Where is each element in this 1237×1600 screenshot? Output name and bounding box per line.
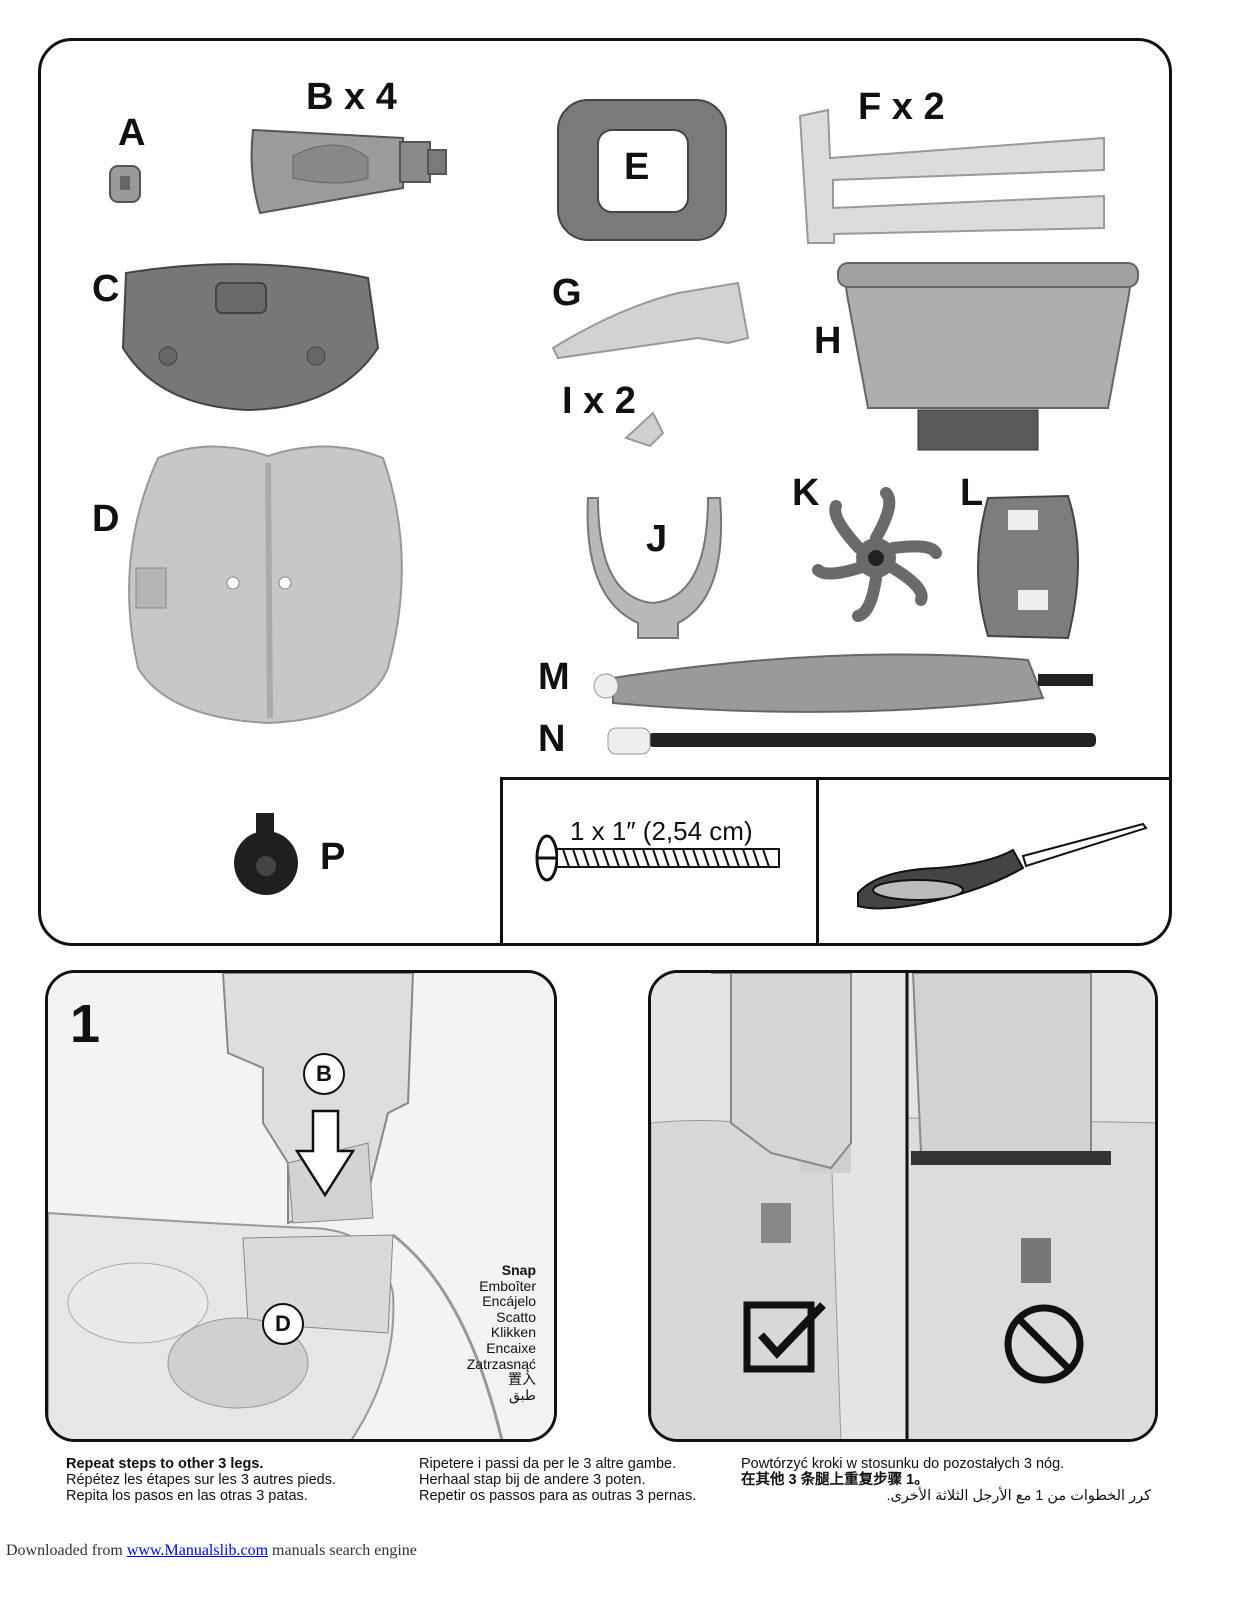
screwdriver-image — [857, 822, 1148, 910]
instruction-dutch: Herhaal stap bij de andere 3 poten. — [419, 1472, 646, 1488]
parts-illustrations — [109, 99, 1148, 910]
instructions-col-3: Powtórzyć kroki w stosunku do pozostałyc… — [741, 1456, 1151, 1504]
part-l-image — [977, 494, 1079, 640]
part-label-b: B x 4 — [306, 76, 397, 118]
callout-d: D — [262, 1303, 304, 1345]
part-g-image — [551, 281, 750, 360]
part-label-j: J — [646, 518, 668, 560]
footer-prefix: Downloaded from — [6, 1542, 127, 1559]
part-h-image — [837, 262, 1139, 451]
part-label-d: D — [92, 498, 120, 540]
snap-word: طبق — [508, 1386, 536, 1403]
snap-word: Klikken — [490, 1324, 536, 1341]
part-label-i: I x 2 — [562, 380, 636, 422]
prohibited-icon — [1004, 1304, 1084, 1384]
snap-word: Scatto — [496, 1308, 536, 1325]
snap-word: 置入 — [508, 1371, 536, 1388]
part-label-n: N — [538, 718, 566, 760]
callout-b: B — [303, 1053, 345, 1095]
part-label-p: P — [320, 836, 346, 878]
fit-comparison-panel — [648, 970, 1158, 1442]
instructions-col-1: Repeat steps to other 3 legs. Répétez le… — [66, 1456, 336, 1504]
part-f-image — [798, 108, 1105, 244]
step-number: 1 — [70, 994, 101, 1054]
part-e-image — [557, 99, 727, 241]
hardware-divider-top — [500, 777, 1172, 780]
hardware-divider-mid — [816, 777, 819, 946]
snap-word: Emboîter — [479, 1277, 536, 1294]
part-label-e: E — [624, 146, 650, 188]
instruction-english: Repeat steps to other 3 legs. — [66, 1456, 264, 1472]
part-n-image — [607, 727, 1096, 755]
screw-size-label: 1 x 1″ (2,54 cm) — [570, 816, 753, 846]
part-label-k: K — [792, 472, 820, 514]
part-label-g: G — [552, 272, 582, 314]
instruction-portuguese: Repetir os passos para as outras 3 perna… — [419, 1488, 697, 1504]
snap-word-list: Snap Emboîter Encájelo Scatto Klikken En… — [466, 1262, 536, 1403]
part-label-c: C — [92, 268, 120, 310]
instruction-chinese: 在其他 3 条腿上重复步骤 1。 — [741, 1472, 929, 1488]
part-k-image — [812, 487, 942, 622]
instruction-italian: Ripetere i passi da per le 3 altre gambe… — [419, 1456, 677, 1472]
snap-word: Zatrzasnąć — [466, 1355, 536, 1372]
part-i-image — [624, 411, 665, 448]
footer-suffix: manuals search engine — [268, 1542, 417, 1559]
snap-word: Encaixe — [486, 1339, 536, 1356]
part-a-image — [109, 165, 141, 203]
part-c-image — [121, 263, 380, 412]
parts-panel — [38, 38, 1172, 946]
screw-image — [535, 834, 780, 882]
hardware-divider-left — [500, 777, 503, 946]
part-j-image — [586, 497, 723, 639]
part-label-a: A — [118, 112, 146, 154]
instruction-french: Répétez les étapes sur les 3 autres pied… — [66, 1472, 337, 1488]
part-label-h: H — [814, 320, 842, 362]
snap-word: Encájelo — [482, 1293, 536, 1310]
part-d-image — [128, 445, 403, 725]
snap-word: Snap — [501, 1262, 536, 1278]
part-b-image — [250, 128, 447, 215]
part-label-l: L — [960, 472, 984, 514]
instruction-arabic: كرر الخطوات من 1 مع الأرجل الثلاثة الأخر… — [886, 1488, 1151, 1504]
instructions-col-2: Ripetere i passi da per le 3 altre gambe… — [419, 1456, 696, 1504]
instruction-polish: Powtórzyć kroki w stosunku do pozostałyc… — [741, 1456, 1065, 1472]
manualslib-link[interactable]: www.Manualslib.com — [126, 1542, 269, 1559]
part-label-f: F x 2 — [858, 86, 945, 128]
download-footer: Downloaded from www.Manualslib.com manua… — [6, 1542, 417, 1560]
part-p-image — [234, 813, 298, 895]
checkmark-icon — [743, 1301, 826, 1373]
fit-comparison-illustration — [651, 973, 1155, 1439]
instruction-spanish: Repita los pasos en las otras 3 patas. — [66, 1488, 308, 1504]
part-m-image — [593, 653, 1093, 713]
step-1-panel: 1 B D Snap Emboîter Encájelo Scatto Klik… — [45, 970, 557, 1442]
part-label-m: M — [538, 656, 570, 698]
